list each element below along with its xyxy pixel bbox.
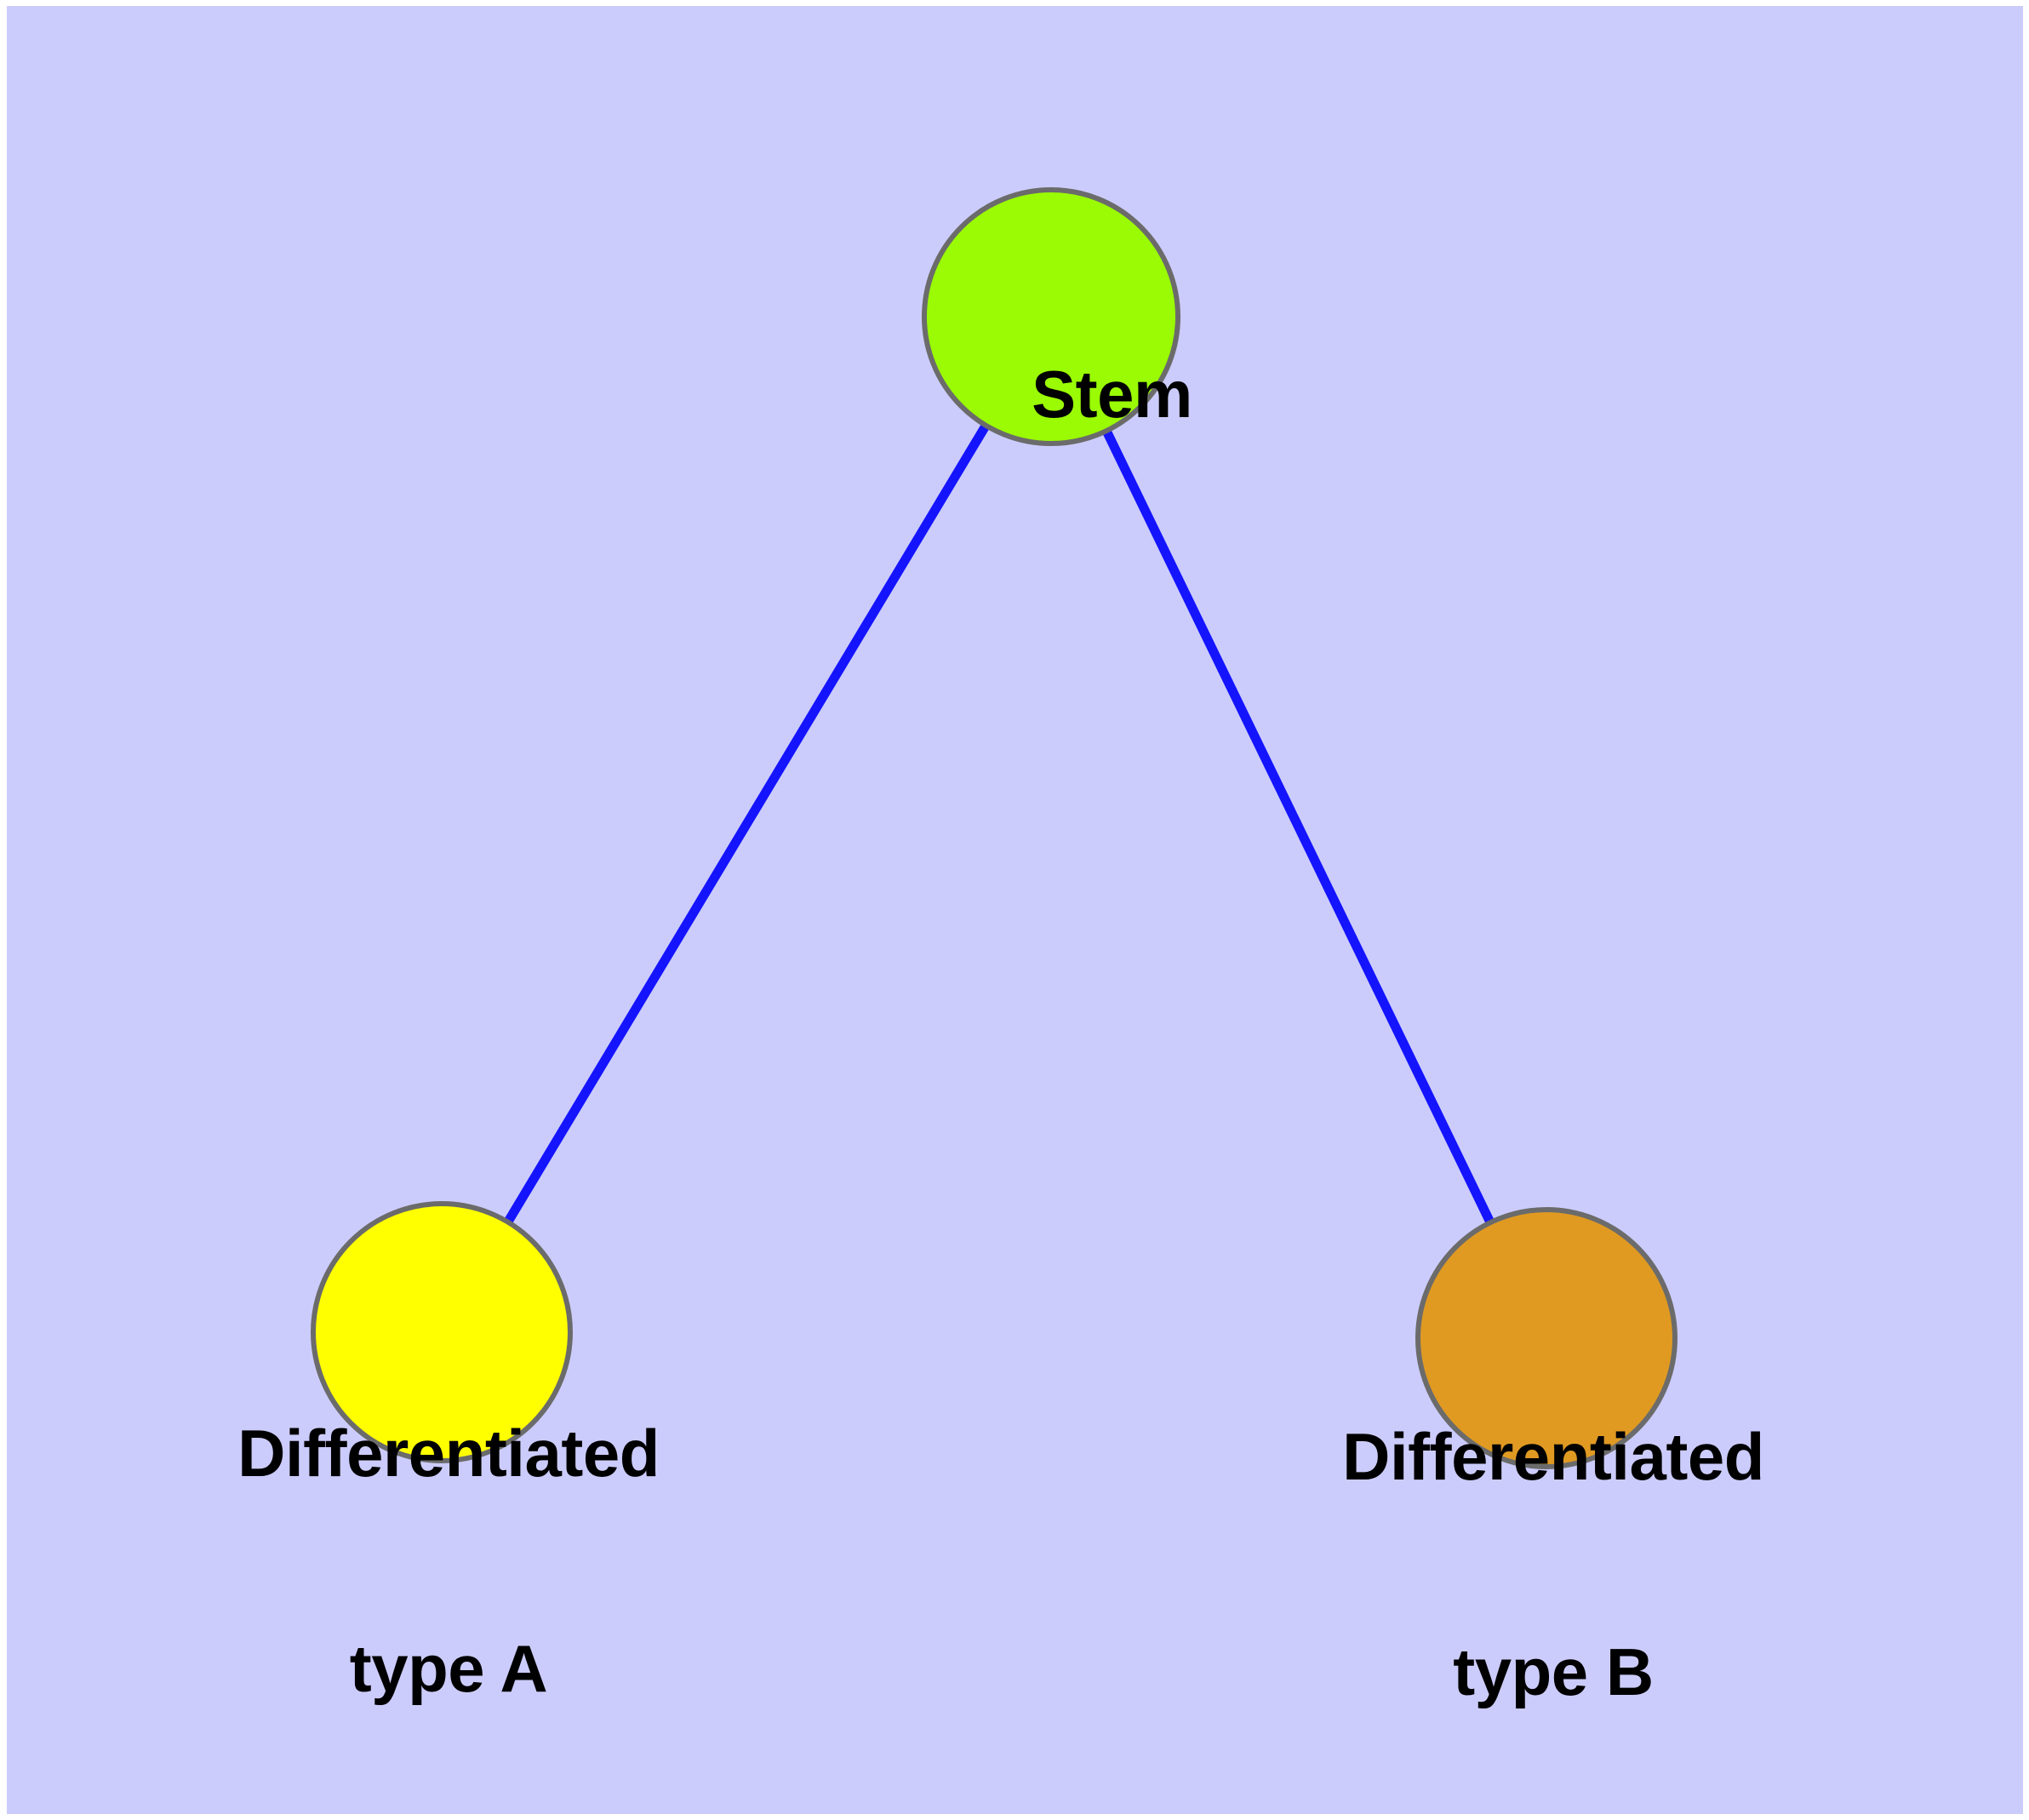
node-diff-b[interactable] bbox=[1415, 1207, 1677, 1469]
node-diff-a[interactable] bbox=[311, 1201, 573, 1463]
edge-stem-to-diff-a bbox=[437, 314, 1055, 1335]
diagram-plot-area: Stem Differentiated type A Differentiate… bbox=[7, 6, 2023, 1814]
node-layer bbox=[311, 187, 1677, 1469]
edge-stem-to-diff-b bbox=[1047, 314, 1551, 1341]
edge-layer bbox=[437, 314, 1551, 1341]
graph-svg bbox=[311, 187, 1677, 1469]
node-stem[interactable] bbox=[922, 187, 1180, 446]
